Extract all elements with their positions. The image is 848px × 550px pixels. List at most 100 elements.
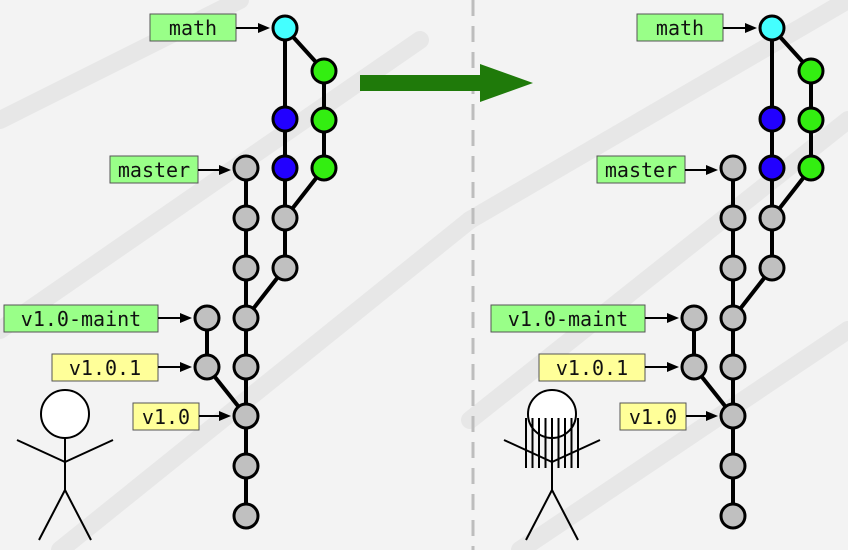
label-branch: v1.0-maint (490, 304, 679, 333)
commit-node (719, 254, 747, 282)
commit-node (719, 353, 747, 381)
texture-stroke (0, 31, 429, 339)
label-branch: master (596, 155, 718, 184)
commit-node (719, 154, 747, 182)
commit-node (271, 154, 299, 182)
tag-label-box (538, 353, 646, 382)
figure-right-leg (64, 489, 92, 541)
commit-node (758, 154, 786, 182)
branch-label-box (636, 13, 724, 42)
tag-label-text: v1.0 (629, 405, 677, 429)
tag-label-text: v1.0 (142, 405, 190, 429)
tag-label-text: v1.0.1 (556, 356, 628, 380)
commit-node (193, 353, 221, 381)
label-branch: v1.0-maint (3, 304, 192, 333)
label-pointer-head (180, 362, 192, 372)
commit-node (271, 204, 299, 232)
figure-head (40, 389, 90, 439)
tag-label-box (132, 402, 200, 431)
branch-label-box (109, 155, 199, 184)
texture-stroke (461, 0, 848, 229)
arrow-head (480, 64, 533, 102)
commit-node (758, 105, 786, 133)
figure-right-arm (551, 439, 601, 463)
panel-before: math master v1.0-maint v1.0.1 v1.0 (3, 13, 338, 541)
branch-label-text: v1.0-maint (508, 307, 628, 331)
commit-node (271, 105, 299, 133)
tag-label-box (51, 353, 159, 382)
commit-node (310, 106, 338, 134)
commit-node (719, 402, 747, 430)
commit-nodes (193, 14, 338, 530)
label-pointer-head (219, 165, 231, 175)
branch-label-box (596, 155, 686, 184)
commit-node (680, 304, 708, 332)
commit-node (680, 353, 708, 381)
commit-node (271, 14, 299, 42)
commit-node (232, 502, 260, 530)
commit-node (719, 304, 747, 332)
commit-node (310, 154, 338, 182)
label-tag: v1.0 (619, 402, 718, 431)
commit-nodes (680, 14, 825, 530)
commit-node (232, 254, 260, 282)
branch-label-text: math (169, 16, 217, 40)
label-tag: v1.0 (132, 402, 231, 431)
commit-node (719, 204, 747, 232)
commit-node (232, 304, 260, 332)
texture-stroke (51, 211, 479, 550)
branch-label-text: master (605, 158, 677, 182)
tag-label-box (619, 402, 687, 431)
commit-node (797, 106, 825, 134)
commit-node (797, 57, 825, 85)
right-arrow-icon (360, 64, 533, 102)
commit-node (758, 204, 786, 232)
figure-left-leg (525, 489, 553, 541)
commit-node (232, 402, 260, 430)
label-branch: master (109, 155, 231, 184)
figure-right-arm (64, 439, 114, 463)
label-pointer-head (667, 362, 679, 372)
branch-label-box (490, 304, 646, 333)
tag-label-text: v1.0.1 (69, 356, 141, 380)
arrow-shaft (360, 75, 484, 91)
branch-label-box (149, 13, 237, 42)
label-pointer-head (706, 165, 718, 175)
label-pointer-head (706, 411, 718, 421)
commit-node (310, 57, 338, 85)
stick-figure-with-hair-icon (503, 389, 601, 541)
commit-node (232, 154, 260, 182)
panel-after: math master v1.0-maint v1.0.1 v1.0 (490, 13, 825, 541)
branch-label-text: master (118, 158, 190, 182)
label-pointer-head (258, 23, 270, 33)
texture-stroke (511, 321, 848, 550)
commit-node (758, 254, 786, 282)
commit-node (719, 452, 747, 480)
figure-left-arm (503, 439, 553, 463)
label-pointer-head (219, 411, 231, 421)
commit-node (271, 254, 299, 282)
label-branch: math (149, 13, 270, 42)
label-tag: v1.0.1 (51, 353, 192, 382)
label-branch: math (636, 13, 757, 42)
commit-node (193, 304, 221, 332)
label-tag: v1.0.1 (538, 353, 679, 382)
figure-left-leg (38, 489, 66, 541)
branch-label-text: math (656, 16, 704, 40)
commit-node (797, 154, 825, 182)
label-pointer-head (667, 313, 679, 323)
commit-node (719, 502, 747, 530)
stick-figure-icon (16, 389, 114, 541)
label-pointer-head (745, 23, 757, 33)
branch-label-text: v1.0-maint (21, 307, 141, 331)
commit-node (232, 353, 260, 381)
figure-right-leg (551, 489, 579, 541)
branch-label-box (3, 304, 159, 333)
figure-left-arm (16, 439, 66, 463)
label-pointer-head (180, 313, 192, 323)
commit-node (758, 14, 786, 42)
commit-node (232, 204, 260, 232)
